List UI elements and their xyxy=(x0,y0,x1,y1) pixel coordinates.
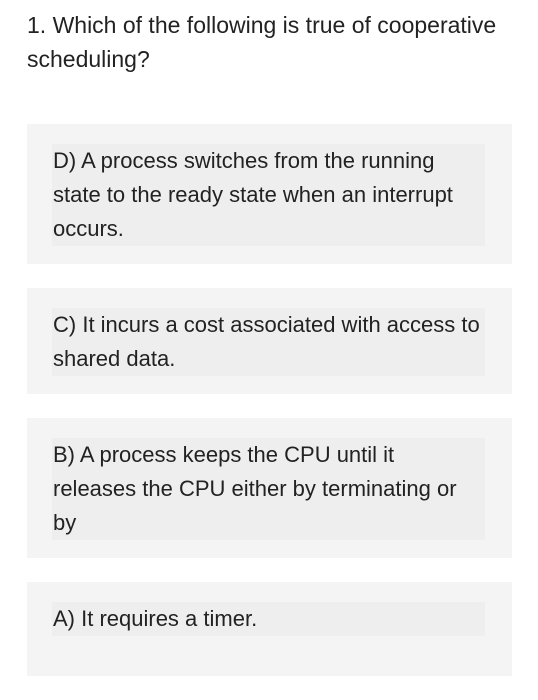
answer-option-c-label: C) It incurs a cost associated with acce… xyxy=(52,308,485,376)
answer-option-d-label: D) A process switches from the running s… xyxy=(52,144,485,246)
answer-options: D) A process switches from the running s… xyxy=(27,124,512,700)
answer-option-d[interactable]: D) A process switches from the running s… xyxy=(27,124,512,264)
answer-option-a[interactable]: A) It requires a timer. xyxy=(27,582,512,676)
answer-option-b-label: B) A process keeps the CPU until it rele… xyxy=(52,438,485,540)
answer-option-c[interactable]: C) It incurs a cost associated with acce… xyxy=(27,288,512,394)
answer-option-a-label: A) It requires a timer. xyxy=(52,602,485,636)
answer-option-b[interactable]: B) A process keeps the CPU until it rele… xyxy=(27,418,512,558)
question-text: 1. Which of the following is true of coo… xyxy=(27,12,497,72)
